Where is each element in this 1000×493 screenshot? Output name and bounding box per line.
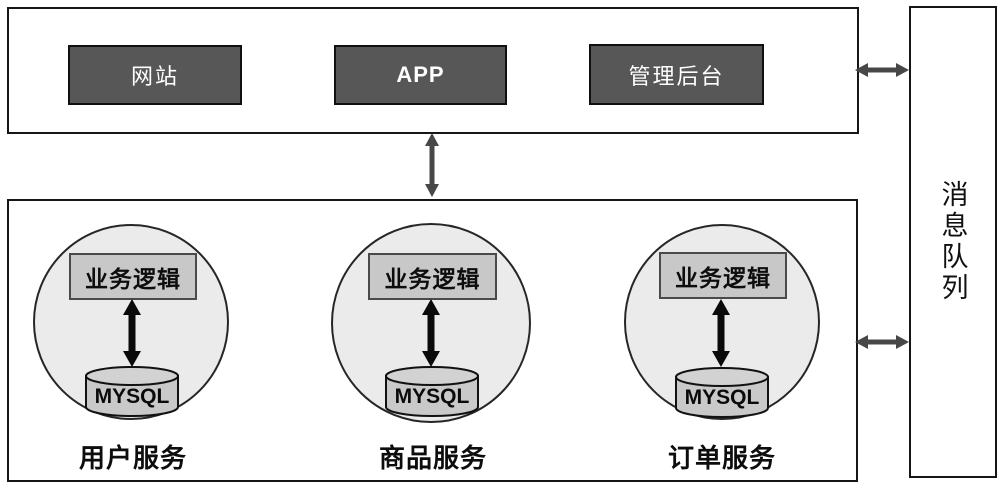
user-service-name: 用户服务 <box>78 444 187 473</box>
order-logic-db-arrow-icon <box>712 299 730 367</box>
clients-services-arrow-icon <box>425 133 439 197</box>
database-cylinder-icon <box>385 366 479 417</box>
order-service-logic-label: 业务逻辑 <box>675 265 771 291</box>
website-box: 网站 <box>68 45 242 105</box>
order-service-database-cylinder: MYSQL <box>674 366 770 419</box>
product-service-name: 商品服务 <box>378 444 487 473</box>
product-service-database-label: MYSQL <box>394 385 470 408</box>
user-service-database-cylinder: MYSQL <box>84 365 180 418</box>
order-service-database-label: MYSQL <box>684 386 760 409</box>
services-queue-arrow-icon <box>855 335 909 349</box>
message-queue-box: 消息队列 <box>909 6 997 478</box>
product-service-database-cylinder: MYSQL <box>384 365 480 418</box>
admin-backend-label: 管理后台 <box>628 63 725 89</box>
app-box: APP <box>334 45 507 105</box>
database-cylinder-icon <box>675 367 769 418</box>
user-logic-db-arrow-icon <box>123 299 141 367</box>
product-service-logic-box: 业务逻辑 <box>368 253 497 300</box>
user-service-database-label: MYSQL <box>94 385 170 408</box>
message-queue-label: 消息队列 <box>937 180 968 304</box>
product-logic-db-arrow-icon <box>422 299 440 367</box>
admin-backend-box: 管理后台 <box>589 44 764 105</box>
product-service-logic-label: 业务逻辑 <box>384 266 481 292</box>
clients-queue-arrow-icon <box>855 63 909 77</box>
order-service-logic-box: 业务逻辑 <box>659 252 787 299</box>
user-service-logic-label: 业务逻辑 <box>85 266 181 292</box>
order-service-name: 订单服务 <box>667 444 776 473</box>
user-service-logic-box: 业务逻辑 <box>69 253 197 300</box>
app-label: APP <box>396 62 445 87</box>
website-label: 网站 <box>130 64 179 89</box>
database-cylinder-icon <box>85 366 179 417</box>
clients-container-box: 网站 APP 管理后台 <box>7 7 859 134</box>
